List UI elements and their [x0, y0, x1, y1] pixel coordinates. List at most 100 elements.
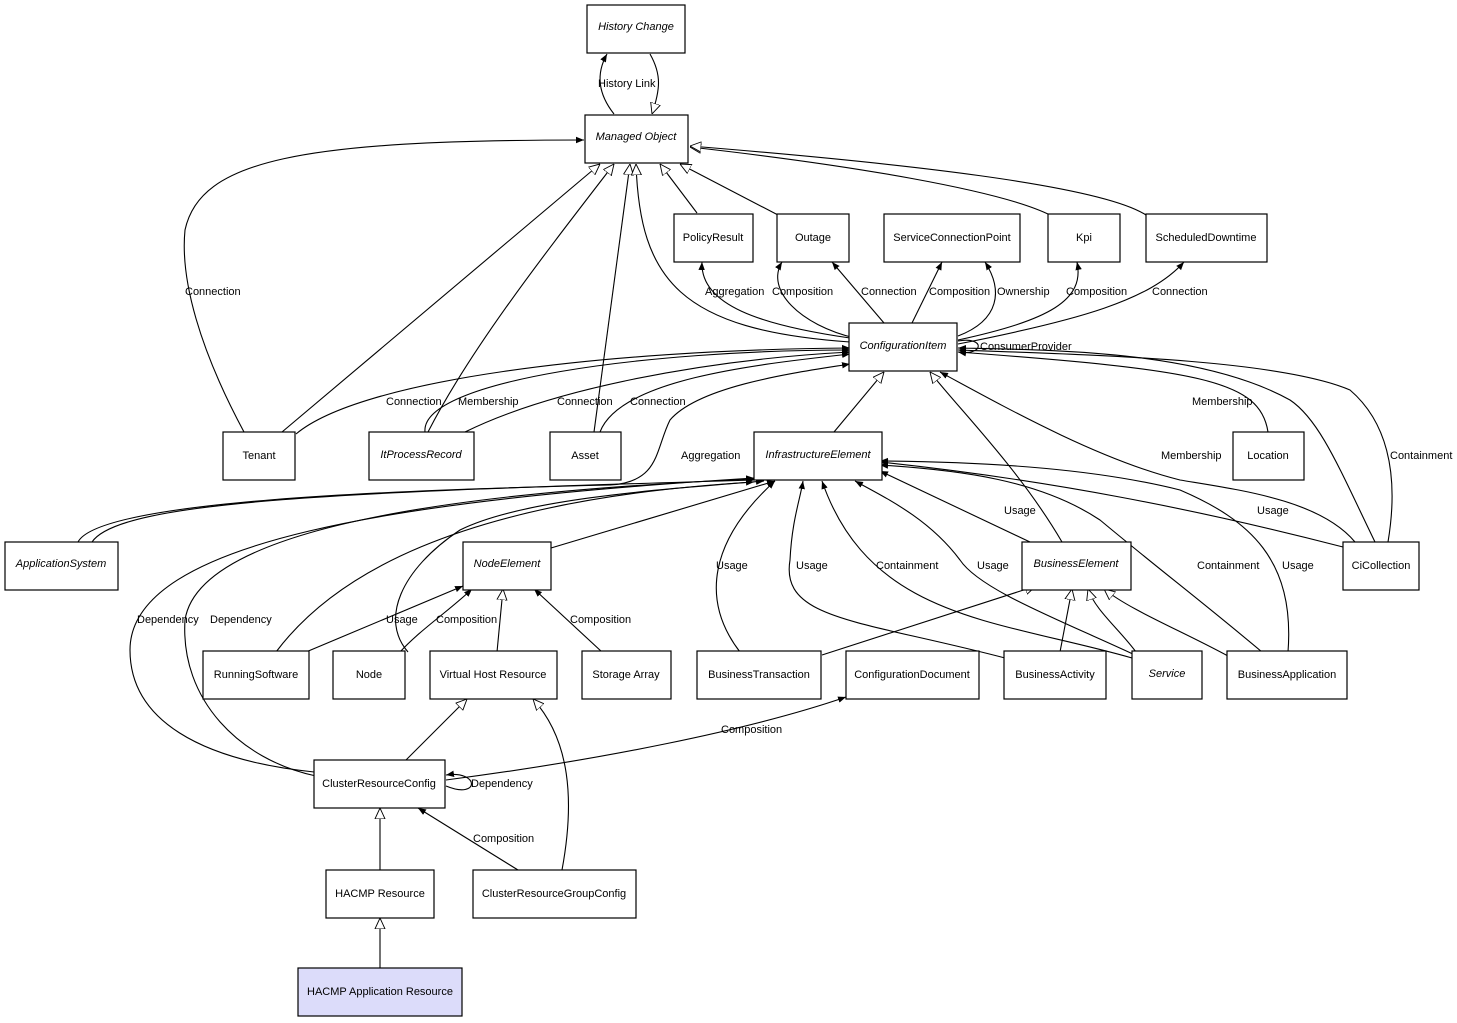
edge-bt-be-generalization: [821, 586, 1036, 656]
edge-sa-ne-composition: [533, 588, 603, 653]
label-svc-ie-usage: Usage: [977, 560, 1009, 572]
node-business-element[interactable]: BusinessElement: [1021, 541, 1132, 591]
edge-itpr-ci-connection: [464, 349, 851, 433]
node-label: ServiceConnectionPoint: [893, 232, 1010, 244]
node-cluster-resource-group-config[interactable]: ClusterResourceGroupConfig: [472, 869, 637, 919]
node-label: BusinessApplication: [1238, 669, 1336, 681]
node-node-element[interactable]: NodeElement: [462, 541, 552, 591]
label-svc-ie-containment: Containment: [876, 560, 938, 572]
edge-vhr-ne-generalization: [496, 589, 503, 653]
label-node-ne-composition: Composition: [436, 614, 497, 626]
label-history-link: History Link: [598, 78, 656, 90]
node-storage-array[interactable]: Storage Array: [581, 650, 672, 700]
node-configuration-item[interactable]: ConfigurationItem: [848, 322, 958, 372]
node-label: Kpi: [1076, 232, 1092, 244]
edge-asset-generalization: [593, 164, 630, 433]
edge-itprocessrecord-generalization: [427, 164, 614, 433]
edge-ba-be-generalization: [1059, 589, 1072, 653]
edge-cicoll-ie-usage: [879, 459, 1344, 548]
edge-ci-scp-ownership: [957, 261, 996, 337]
edge-labels: History Link Connection Aggregation Comp…: [137, 78, 1452, 845]
node-managed-object[interactable]: Managed Object: [584, 114, 689, 164]
node-label: CiCollection: [1352, 560, 1411, 572]
node-scheduled-downtime[interactable]: ScheduledDowntime: [1145, 213, 1268, 263]
label-cicoll-ie-usage: Usage: [1257, 505, 1289, 517]
node-label: ApplicationSystem: [15, 558, 107, 570]
edge-ci-generalization: [636, 164, 851, 343]
edge-kpi-generalization: [690, 147, 1051, 216]
label-cicoll-ci-containment: Containment: [1390, 450, 1452, 462]
label-tenant-ci-connection: Connection: [386, 396, 442, 408]
edge-outage-generalization: [680, 164, 779, 216]
edge-bapp-ie-containment: [879, 462, 1263, 653]
node-label: Service: [1149, 668, 1186, 680]
node-label: History Change: [598, 21, 674, 33]
node-hacmp-application-resource[interactable]: HACMP Application Resource: [297, 967, 463, 1017]
node-cluster-resource-config[interactable]: ClusterResourceConfig: [313, 759, 446, 809]
edge-tenant-ci-connection: [295, 344, 851, 435]
label-bapp-ie-usage: Usage: [1282, 560, 1314, 572]
edge-crc-vhr-generalization: [405, 699, 467, 761]
node-location[interactable]: Location: [1232, 431, 1305, 481]
label-bt-ie-usage: Usage: [716, 560, 748, 572]
label-appsys-ci-aggregation: Aggregation: [681, 450, 740, 462]
node-label: InfrastructureElement: [765, 449, 871, 461]
edge-history-link: [599, 53, 615, 115]
node-ci-collection[interactable]: CiCollection: [1342, 541, 1420, 591]
node-label: ItProcessRecord: [380, 449, 462, 461]
node-business-activity[interactable]: BusinessActivity: [1003, 650, 1107, 700]
edge-svc-be-generalization: [1088, 589, 1137, 653]
node-kpi[interactable]: Kpi: [1047, 213, 1121, 263]
label-crc-ie-dependency-1: Dependency: [137, 614, 199, 626]
node-label: BusinessActivity: [1015, 669, 1095, 681]
node-tenant[interactable]: Tenant: [222, 431, 296, 481]
node-service[interactable]: Service: [1131, 650, 1203, 700]
edge-crgc-vhr-generalization: [533, 699, 569, 871]
node-business-application[interactable]: BusinessApplication: [1226, 650, 1348, 700]
edge-be-ie-usage: [879, 470, 1031, 543]
node-application-system[interactable]: ApplicationSystem: [4, 541, 119, 591]
node-asset[interactable]: Asset: [549, 431, 622, 481]
edge-ba-ie-usage: [788, 480, 1006, 659]
node-label: HACMP Application Resource: [307, 986, 453, 998]
node-infrastructure-element[interactable]: InfrastructureElement: [753, 431, 883, 481]
node-business-transaction[interactable]: BusinessTransaction: [696, 650, 822, 700]
nodes: History Change Managed Object PolicyResu…: [4, 4, 1420, 1017]
node-it-process-record[interactable]: ItProcessRecord: [368, 431, 475, 481]
node-virtual-host-resource[interactable]: Virtual Host Resource: [429, 650, 558, 700]
label-ci-sd-connection: Connection: [1152, 286, 1208, 298]
edge-tenant-mo-connection: [183, 136, 585, 433]
edge-tenant-generalization: [281, 164, 600, 433]
edge-node-ie: [395, 478, 765, 653]
edges: [77, 53, 1393, 968]
node-node[interactable]: Node: [332, 650, 406, 700]
node-label: ConfigurationItem: [860, 340, 947, 352]
edge-scheduleddowntime-generalization: [690, 146, 1147, 216]
node-hacmp-resource[interactable]: HACMP Resource: [325, 869, 435, 919]
node-label: Outage: [795, 232, 831, 244]
edge-location-ci-membership: [957, 349, 1269, 433]
node-running-software[interactable]: RunningSoftware: [202, 650, 310, 700]
label-cicoll-ci-membership: Membership: [1161, 450, 1222, 462]
node-label: RunningSoftware: [214, 669, 298, 681]
edge-ci-kpi-composition: [957, 261, 1082, 341]
edge-ci-outage-composition: [775, 261, 856, 339]
label-crgc-crc-composition: Composition: [473, 833, 534, 845]
node-label: Managed Object: [596, 131, 678, 143]
label-tenant-mo-connection: Connection: [185, 286, 241, 298]
edge-crc-self-dependency: [445, 770, 472, 791]
node-policy-result[interactable]: PolicyResult: [673, 213, 754, 263]
node-configuration-document[interactable]: ConfigurationDocument: [845, 650, 980, 700]
node-history-change[interactable]: History Change: [586, 4, 686, 54]
edge-appsys-ci-aggregation: [77, 362, 851, 543]
edge-rs-ne-usage: [305, 585, 464, 653]
label-itpr-ci-membership: Membership: [458, 396, 519, 408]
node-label: PolicyResult: [683, 232, 744, 244]
label-rs-ne-usage: Usage: [386, 614, 418, 626]
label-ci-policy-aggregation: Aggregation: [705, 286, 764, 298]
node-service-connection-point[interactable]: ServiceConnectionPoint: [883, 213, 1021, 263]
node-outage[interactable]: Outage: [776, 213, 850, 263]
label-ci-scp-ownership: Ownership: [997, 286, 1050, 298]
edge-svc-ie-containment: [821, 480, 1133, 659]
